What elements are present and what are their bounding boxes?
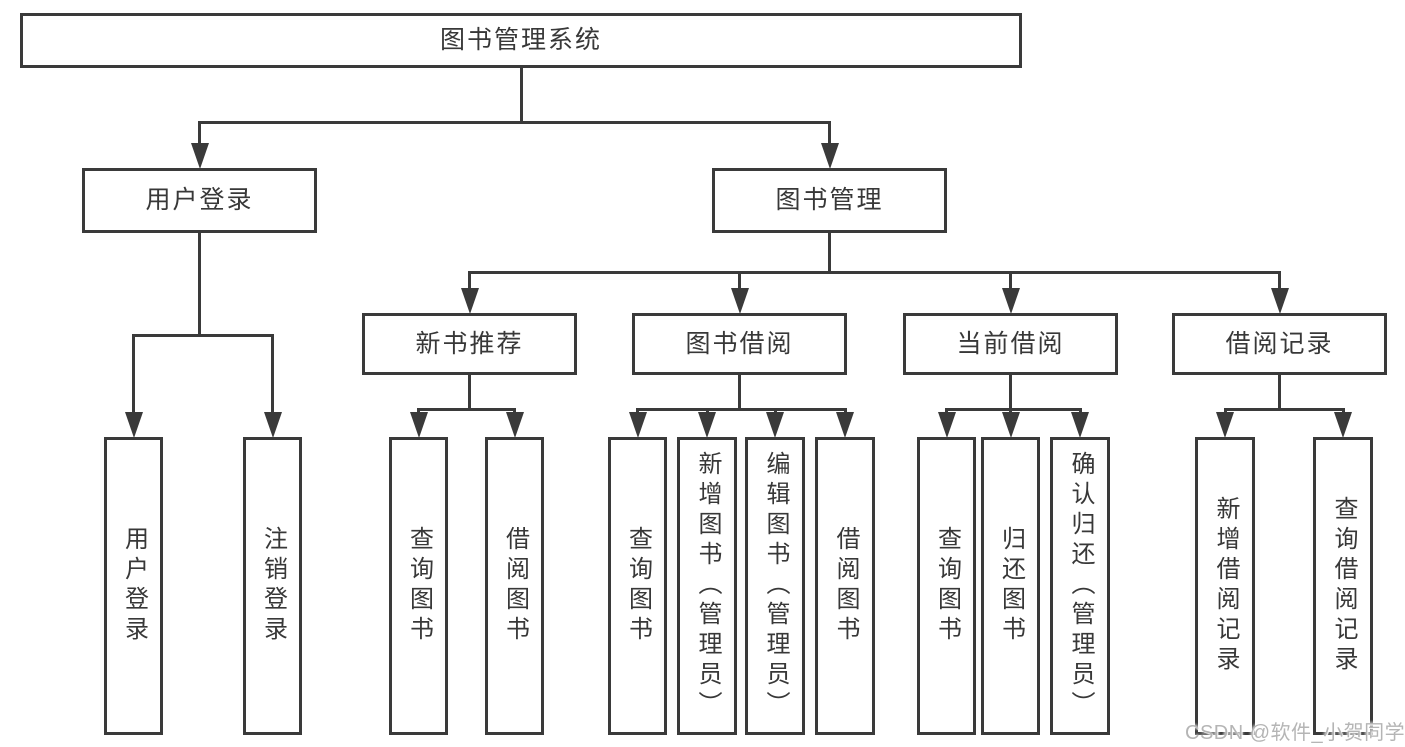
node-user-login: 用户登录	[82, 168, 317, 233]
connector-stem-book-borrow	[738, 374, 741, 411]
connector-arrowhead-current-borrow	[1001, 288, 1020, 314]
node-nb-borrow-books: 借阅图书	[485, 437, 544, 735]
connector-stem-current-borrow	[1009, 374, 1012, 411]
connector-arrowhead-leaf-user-login	[124, 412, 143, 438]
node-book-borrow: 图书借阅	[632, 313, 847, 375]
node-bb-borrow-books: 借阅图书	[815, 437, 875, 735]
connector-arrowhead-cb-confirm-return	[1071, 412, 1089, 438]
connector-branch-book-borrow	[738, 272, 741, 297]
node-leaf-logout: 注销登录	[243, 437, 302, 735]
node-cb-confirm-return: 确认归还（管理员）	[1050, 437, 1110, 735]
node-root: 图书管理系统	[20, 13, 1022, 68]
node-borrow-records: 借阅记录	[1172, 313, 1387, 375]
connector-arrowhead-bb-edit-books	[766, 412, 784, 438]
node-bb-add-books: 新增图书（管理员）	[677, 437, 737, 735]
connector-arrowhead-br-query-record	[1334, 412, 1352, 438]
connector-arrowhead-bb-borrow-books	[836, 412, 854, 438]
node-br-query-record: 查询借阅记录	[1313, 437, 1373, 735]
connector-branch-user-login	[198, 122, 201, 152]
connector-stem-borrow-records	[1278, 374, 1281, 411]
connector-arrowhead-cb-query-books	[937, 412, 956, 438]
connector-arrowhead-book-borrow	[730, 288, 749, 314]
connector-arrowhead-bb-add-books	[698, 412, 716, 438]
node-leaf-user-login: 用户登录	[104, 437, 163, 735]
connector-bar-book-borrow	[636, 407, 847, 411]
connector-branch-book-mgmt	[828, 122, 831, 152]
connector-arrowhead-leaf-logout	[263, 412, 282, 438]
connector-stem-book-mgmt	[828, 232, 831, 274]
connector-stem-user-login	[198, 232, 201, 337]
connector-arrowhead-nb-query-books	[409, 412, 428, 438]
connector-arrowhead-borrow-records	[1270, 288, 1289, 314]
connector-bar-user-login	[132, 333, 274, 337]
connector-branch-leaf-logout	[271, 335, 274, 421]
connector-bar-current-borrow	[945, 407, 1082, 411]
node-bb-edit-books: 编辑图书（管理员）	[745, 437, 805, 735]
node-book-mgmt: 图书管理	[712, 168, 947, 233]
connector-arrowhead-cb-return-books	[1001, 412, 1020, 438]
connector-bar-new-books	[417, 407, 516, 411]
node-new-books: 新书推荐	[362, 313, 577, 375]
watermark: CSDN @软件_小贺同学	[1185, 722, 1405, 744]
connector-branch-current-borrow	[1009, 272, 1012, 297]
node-bb-query-books: 查询图书	[608, 437, 667, 735]
node-br-add-record: 新增借阅记录	[1195, 437, 1255, 735]
connector-bar-book-mgmt	[468, 270, 1281, 274]
connector-branch-leaf-user-login	[132, 335, 135, 421]
connector-stem-new-books	[468, 374, 471, 411]
connector-arrowhead-br-add-record	[1216, 412, 1234, 438]
connector-branch-new-books	[468, 272, 471, 297]
node-cb-return-books: 归还图书	[981, 437, 1040, 735]
connector-bar-root	[198, 120, 831, 124]
node-nb-query-books: 查询图书	[389, 437, 448, 735]
connector-arrowhead-book-mgmt	[820, 143, 839, 169]
connector-bar-borrow-records	[1223, 407, 1345, 411]
connector-arrowhead-user-login	[190, 143, 209, 169]
connector-arrowhead-nb-borrow-books	[505, 412, 524, 438]
connector-arrowhead-new-books	[460, 288, 479, 314]
connector-arrowhead-bb-query-books	[628, 412, 647, 438]
node-current-borrow: 当前借阅	[903, 313, 1118, 375]
connector-branch-borrow-records	[1278, 272, 1281, 297]
node-cb-query-books: 查询图书	[917, 437, 976, 735]
connector-stem-root	[519, 67, 523, 124]
